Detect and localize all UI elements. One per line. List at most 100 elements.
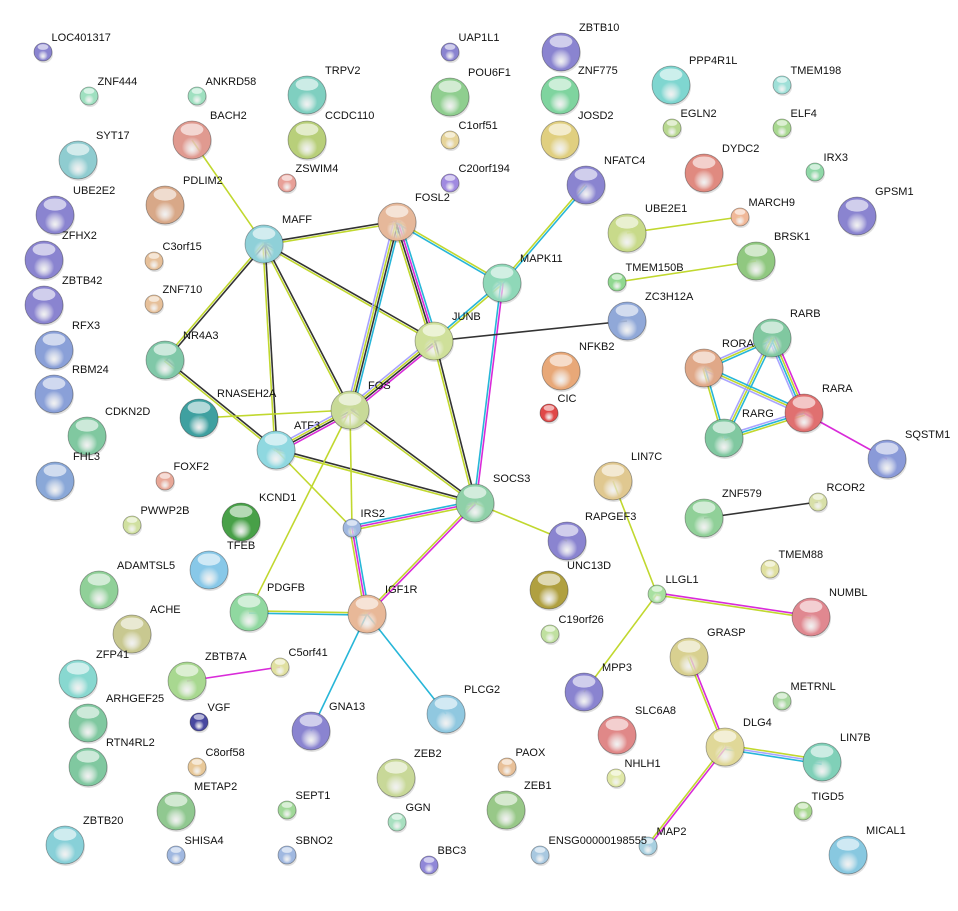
node-dydc2[interactable]: DYDC2 — [684, 143, 759, 194]
node-josd2[interactable]: JOSD2 — [540, 110, 614, 161]
node-pdgfb[interactable]: PDGFB — [229, 582, 305, 633]
node-march9[interactable]: MARCH9 — [730, 197, 795, 228]
node-paox[interactable]: PAOX — [497, 747, 546, 778]
node-socs3[interactable]: SOCS3 — [455, 473, 530, 524]
node-bbc3[interactable]: BBC3 — [419, 845, 466, 876]
node-sept1[interactable]: SEPT1 — [277, 790, 330, 821]
node-cdkn2d[interactable]: CDKN2D — [67, 406, 150, 457]
edge-rnaseh2a-fos[interactable] — [198, 409, 351, 419]
edge-maff-fosl2[interactable] — [263, 220, 398, 246]
node-lin7c[interactable]: LIN7C — [593, 451, 662, 502]
edge-maff-junb[interactable] — [263, 242, 435, 343]
node-metrnl[interactable]: METRNL — [772, 681, 836, 712]
node-gna13[interactable]: GNA13 — [291, 701, 365, 752]
node-zeb2[interactable]: ZEB2 — [376, 748, 442, 799]
edge-fosl2-fos[interactable] — [346, 221, 401, 411]
node-ggn[interactable]: GGN — [387, 802, 431, 833]
node-bach2[interactable]: BACH2 — [172, 110, 247, 161]
edge-fosl2-junb[interactable] — [393, 220, 438, 343]
node-ccdc110[interactable]: CCDC110 — [287, 110, 374, 161]
node-dlg4[interactable]: DLG4 — [705, 717, 772, 768]
node-loc401317[interactable]: LOC401317 — [33, 32, 111, 63]
node-tmem198[interactable]: TMEM198 — [772, 65, 841, 96]
node-zbtb7a[interactable]: ZBTB7A — [167, 651, 247, 702]
node-ensg00000198555[interactable]: ENSG00000198555 — [530, 835, 647, 866]
node-zbtb20[interactable]: ZBTB20 — [45, 815, 123, 866]
node-metap2[interactable]: METAP2 — [156, 781, 237, 832]
node-junb[interactable]: JUNB — [414, 311, 481, 362]
node-rbm24[interactable]: RBM24 — [34, 364, 109, 415]
node-plcg2[interactable]: PLCG2 — [426, 684, 500, 735]
node-tigd5[interactable]: TIGD5 — [793, 791, 844, 822]
node-nfkb2[interactable]: NFKB2 — [541, 341, 615, 392]
node-lin7b[interactable]: LIN7B — [802, 732, 871, 783]
node-arhgef25[interactable]: ARHGEF25 — [68, 693, 164, 744]
node-ube2e1[interactable]: UBE2E1 — [607, 203, 687, 254]
edge-bach2-maff[interactable] — [191, 139, 265, 245]
edge-junb-zc3h12a[interactable] — [433, 320, 628, 342]
node-llgl1[interactable]: LLGL1 — [647, 574, 699, 605]
node-rfx3[interactable]: RFX3 — [34, 320, 100, 371]
edge-llgl1-numbl[interactable] — [656, 592, 812, 619]
edge-nr4a3-atf3[interactable] — [163, 358, 278, 452]
node-zswim4[interactable]: ZSWIM4 — [277, 163, 338, 194]
edge-maff-atf3[interactable] — [262, 243, 278, 451]
node-atf3[interactable]: ATF3 — [256, 420, 320, 471]
node-c20orf194[interactable]: C20orf194 — [440, 163, 510, 194]
node-sbno2[interactable]: SBNO2 — [277, 835, 333, 866]
node-mpp3[interactable]: MPP3 — [564, 662, 632, 713]
edge-mapk11-socs3[interactable] — [473, 282, 504, 504]
node-rarb[interactable]: RARB — [752, 308, 821, 359]
node-numbl[interactable]: NUMBL — [791, 587, 868, 638]
node-rara[interactable]: RARA — [784, 383, 853, 434]
node-elf4[interactable]: ELF4 — [772, 108, 817, 139]
edge-fosl2-mapk11[interactable] — [396, 220, 503, 285]
edge-atf3-socs3[interactable] — [275, 448, 476, 505]
node-gpsm1[interactable]: GPSM1 — [837, 186, 914, 237]
node-fos[interactable]: FOS — [330, 380, 391, 431]
edge-igf1r-plcg2[interactable] — [366, 613, 447, 715]
node-zbtb42[interactable]: ZBTB42 — [24, 275, 102, 326]
edge-irs2-socs3[interactable] — [351, 500, 476, 531]
node-fosl2[interactable]: FOSL2 — [377, 192, 450, 243]
edge-tmem150b-brsk1[interactable] — [616, 260, 757, 283]
node-tmem150b[interactable]: TMEM150B — [607, 262, 684, 293]
edge-lin7c-llgl1[interactable] — [612, 480, 658, 595]
edge-maff-nr4a3[interactable] — [163, 242, 266, 362]
node-irs2[interactable]: IRS2 — [342, 508, 385, 539]
node-slc6a8[interactable]: SLC6A8 — [597, 705, 676, 756]
edge-fos-irs2[interactable] — [349, 409, 353, 529]
node-zfp41[interactable]: ZFP41 — [58, 649, 129, 700]
edge-igf1r-pdgfb[interactable] — [248, 610, 368, 616]
edge-fos-pdgfb[interactable] — [248, 409, 351, 613]
node-nfatc4[interactable]: NFATC4 — [566, 155, 645, 206]
node-tfeb[interactable]: TFEB — [189, 540, 255, 591]
node-c5orf41[interactable]: C5orf41 — [270, 647, 328, 678]
node-ube2e2[interactable]: UBE2E2 — [35, 185, 115, 236]
edge-igf1r-gna13[interactable] — [310, 613, 368, 732]
node-pdlim2[interactable]: PDLIM2 — [145, 175, 223, 226]
node-rarg[interactable]: RARG — [704, 408, 774, 459]
node-rora[interactable]: RORA — [684, 338, 754, 389]
node-c19orf26[interactable]: C19orf26 — [540, 614, 604, 645]
edge-znf579-rcor2[interactable] — [703, 501, 819, 519]
edge-mapk11-nfatc4[interactable] — [500, 183, 588, 285]
node-znf775[interactable]: ZNF775 — [540, 65, 618, 116]
node-syt17[interactable]: SYT17 — [58, 130, 130, 181]
node-igf1r[interactable]: IGF1R — [347, 584, 417, 635]
node-brsk1[interactable]: BRSK1 — [736, 231, 810, 282]
edge-ube2e1-march9[interactable] — [626, 216, 741, 234]
node-egln2[interactable]: EGLN2 — [662, 108, 717, 139]
node-mapk11[interactable]: MAPK11 — [482, 253, 563, 304]
node-ache[interactable]: ACHE — [112, 604, 181, 655]
node-zfhx2[interactable]: ZFHX2 — [24, 230, 97, 281]
node-rtn4rl2[interactable]: RTN4RL2 — [68, 737, 155, 788]
node-maff[interactable]: MAFF — [244, 214, 312, 265]
edge-fos-socs3[interactable] — [348, 408, 477, 505]
node-pou6f1[interactable]: POU6F1 — [430, 67, 511, 118]
node-kcnd1[interactable]: KCND1 — [221, 492, 296, 543]
node-fhl3[interactable]: FHL3 — [35, 451, 100, 502]
node-znf710[interactable]: ZNF710 — [144, 284, 202, 315]
node-unc13d[interactable]: UNC13D — [529, 560, 611, 611]
node-ppp4r1l[interactable]: PPP4R1L — [651, 55, 737, 106]
